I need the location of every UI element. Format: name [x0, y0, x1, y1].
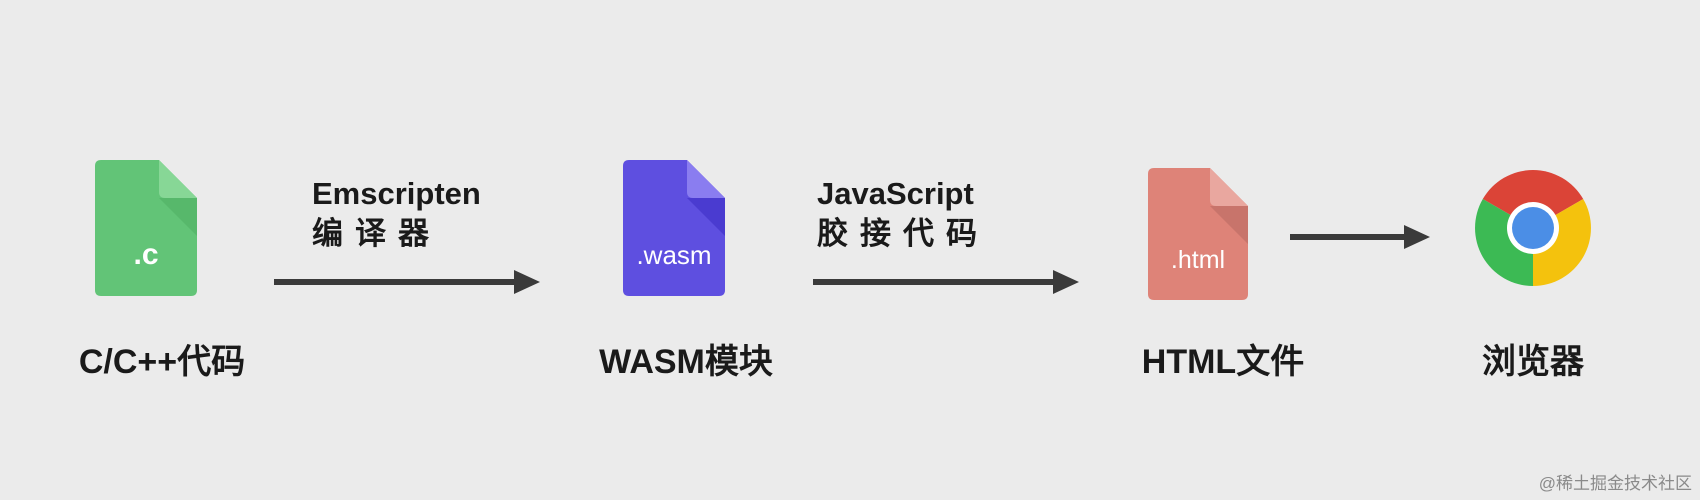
wasm-module-label: WASM模块: [599, 343, 773, 381]
chrome-browser-icon: [1475, 170, 1591, 286]
edge-label-line2: 编译器: [312, 216, 441, 251]
arrow-3: [1290, 225, 1430, 249]
edge-label-emscripten: Emscripten 编译器: [312, 174, 481, 254]
arrow-2: [813, 270, 1079, 294]
browser-label: 浏览器: [1482, 343, 1584, 381]
watermark: @稀土掘金技术社区: [1538, 474, 1692, 493]
wasm-file-icon: .wasm: [623, 160, 725, 296]
html-file-icon: .html: [1148, 168, 1248, 300]
arrow-1: [274, 270, 540, 294]
c-file-ext: .c: [133, 238, 158, 271]
html-file-label: HTML文件: [1141, 343, 1305, 381]
edge-label-line2: 胶接代码: [817, 216, 989, 251]
edge-label-line1: Emscripten: [312, 176, 481, 211]
c-source-label: C/C++代码: [78, 343, 246, 381]
c-file-icon: .c: [95, 160, 197, 296]
edge-label-line1: JavaScript: [817, 176, 974, 211]
edge-label-javascript: JavaScript 胶接代码: [817, 174, 989, 254]
wasm-file-ext: .wasm: [636, 240, 711, 270]
html-file-ext: .html: [1171, 246, 1225, 274]
